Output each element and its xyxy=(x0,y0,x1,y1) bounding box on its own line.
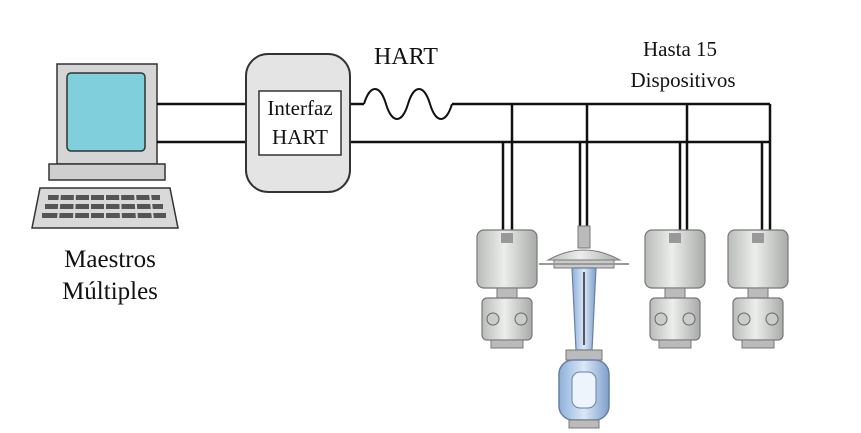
control-valve-icon xyxy=(539,225,629,429)
devices-label-line1: Hasta 15 xyxy=(643,37,717,61)
computer-label-line2: Múltiples xyxy=(62,278,158,305)
computer-label-line1: Maestros xyxy=(64,246,156,273)
interface-label-line1: Interfaz xyxy=(267,96,332,120)
pressure-transmitter-icon xyxy=(644,229,706,349)
hart-bus-wires xyxy=(157,102,772,240)
monitor-screen xyxy=(66,72,146,152)
hart-interface-box xyxy=(245,53,351,193)
interface-label-line2: HART xyxy=(272,125,328,149)
pressure-transmitter-icon xyxy=(727,229,789,349)
hart-signal-wave xyxy=(363,88,453,120)
computer-icon xyxy=(31,63,179,229)
pressure-transmitter-icon xyxy=(476,229,538,349)
hart-signal-label: HART xyxy=(374,44,438,70)
devices-label-line2: Dispositivos xyxy=(630,68,735,92)
